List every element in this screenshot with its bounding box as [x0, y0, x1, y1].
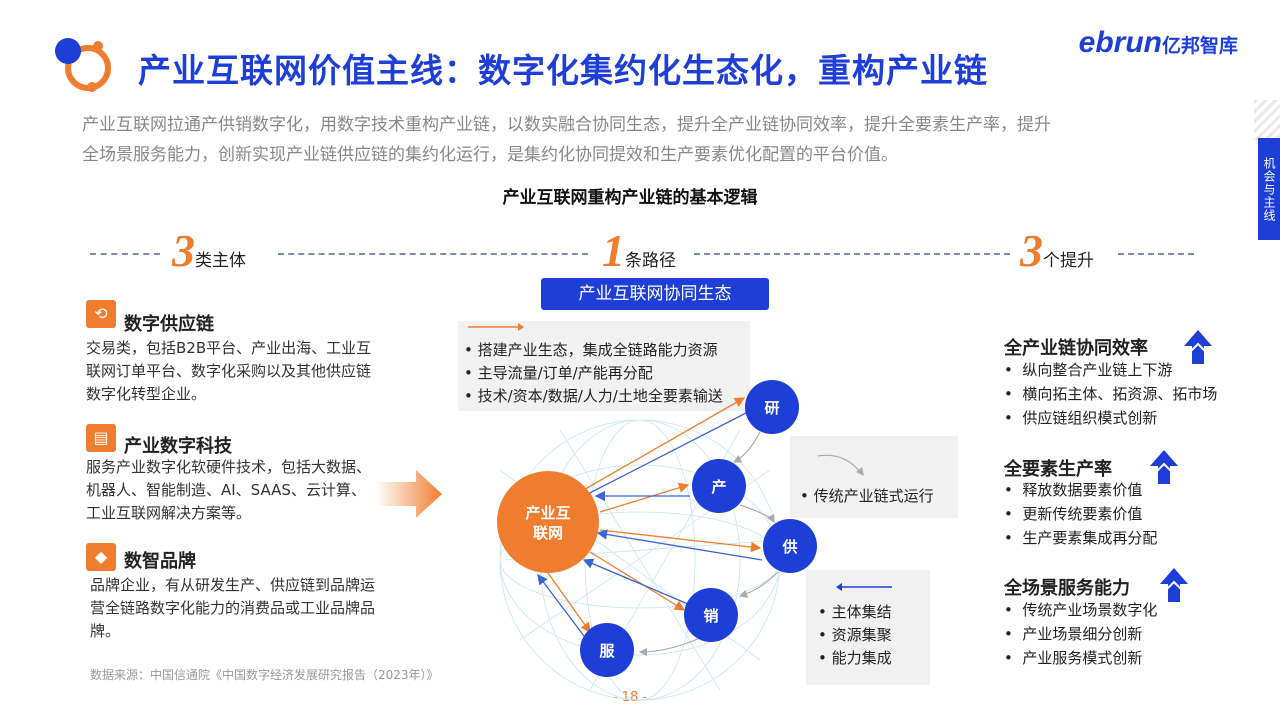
- brand-cn: 亿邦智库: [1161, 35, 1238, 57]
- bottom-box-item: • 主体集结: [818, 603, 892, 621]
- chain-flow-arrows: [638, 431, 779, 657]
- improvement-item: • 传统产业场景数字化: [1004, 601, 1158, 619]
- bottom-box-list: • 主体集结 • 资源集聚 • 能力集成: [818, 601, 892, 670]
- right-arrow-icon: [468, 323, 524, 331]
- improvement-item: • 生产要素集成再分配: [1004, 529, 1158, 547]
- header-left: 3类主体: [172, 224, 246, 277]
- link-icon: ⟲: [86, 300, 116, 328]
- decorative-stripes: [1254, 100, 1280, 140]
- node-service-label: 服: [599, 642, 615, 660]
- side-section-tab[interactable]: 机会与主线: [1258, 138, 1280, 240]
- subtitle-line-2: 全场景服务能力，创新实现产业链供应链的集约化运行，是集约化协同提效和生产要素优化…: [82, 145, 898, 165]
- node-sales: [684, 588, 738, 642]
- dashed-divider: [278, 253, 588, 255]
- header-center-label: 条路径: [625, 251, 676, 271]
- header-center: 1条路径: [602, 224, 676, 277]
- dashed-divider: [90, 253, 160, 255]
- improvement-list-1: • 纵向整合产业链上下游 • 横向拓主体、拓资源、拓市场 • 供应链组织模式创新: [1004, 358, 1217, 430]
- improvement-item: • 产业服务模式创新: [1004, 649, 1143, 667]
- improvement-item: • 供应链组织模式创新: [1004, 409, 1158, 427]
- header-left-label: 类主体: [195, 251, 246, 271]
- category-desc-3: 品牌企业，有从研发生产、供应链到品牌运营全链路数字化能力的消费品或工业品牌品牌。: [90, 576, 376, 640]
- page-title: 产业互联网价值主线：数字化集约化生态化，重构产业链: [138, 51, 988, 90]
- diagram-title: 产业互联网重构产业链的基本逻辑: [502, 188, 758, 208]
- node-production-label: 产: [711, 478, 726, 496]
- up-arrow-icon: [1150, 450, 1178, 484]
- hub-label-1: 产业互: [525, 504, 570, 522]
- improvement-title-3: 全场景服务能力: [1004, 578, 1130, 599]
- top-box-item: • 搭建产业生态，集成全链路能力资源: [464, 341, 718, 359]
- flow-arrow-icon: [376, 470, 442, 518]
- bottom-box-item: • 能力集成: [818, 649, 892, 667]
- improvement-title-1: 全产业链协同效率: [1004, 338, 1148, 359]
- improvement-item: • 更新传统要素价值: [1004, 505, 1143, 523]
- top-box-item: • 主导流量/订单/产能再分配: [464, 364, 653, 382]
- node-rnd: [745, 380, 799, 434]
- hub-label-2: 联网: [533, 524, 563, 542]
- brand-logo: ebrun亿邦智库: [1079, 26, 1238, 60]
- node-service: [580, 623, 634, 677]
- improvement-item: • 产业场景细分创新: [1004, 625, 1143, 643]
- header-right-label: 个提升: [1043, 251, 1094, 271]
- ecosystem-pill: 产业互联网协同生态: [541, 278, 769, 310]
- network-diagram: 产业互 联网 研 产 供 销 服: [497, 380, 817, 701]
- hub-node: [497, 471, 599, 573]
- subtitle: 产业互联网拉通产供销数字化，用数字技术重构产业链，以数实融合协同生态，提升全产业…: [82, 110, 1172, 170]
- category-desc-1: 交易类，包括B2B平台、产业出海、工业互联网订单平台、数字化采购以及其他供应链数…: [86, 339, 372, 403]
- up-arrow-icon: [1160, 568, 1188, 602]
- improvement-item: • 横向拓主体、拓资源、拓市场: [1004, 385, 1218, 403]
- node-supply: [763, 519, 817, 573]
- improvement-title-2: 全要素生产率: [1004, 459, 1112, 480]
- logo-mark-icon: [55, 38, 111, 92]
- header-left-num: 3: [172, 225, 195, 276]
- brand-tag-icon: ◆: [86, 543, 116, 571]
- category-desc-2: 服务产业数字化软硬件技术，包括大数据、机器人、智能制造、AI、SAAS、云计算、…: [86, 458, 372, 522]
- hub-inbound-arrows: [537, 411, 763, 637]
- top-box-list: • 搭建产业生态，集成全链路能力资源 • 主导流量/订单/产能再分配 • 技术/…: [464, 339, 723, 408]
- top-info-box: [458, 321, 750, 411]
- left-arrow-icon: [836, 583, 892, 591]
- top-box-item: • 技术/资本/数据/人力/土地全要素输送: [464, 387, 723, 405]
- category-title-1: 数字供应链: [124, 314, 214, 335]
- subtitle-line-1: 产业互联网拉通产供销数字化，用数字技术重构产业链，以数实融合协同生态，提升全产业…: [82, 115, 1051, 135]
- middle-box-item: • 传统产业链式运行: [800, 487, 934, 505]
- node-rnd-label: 研: [764, 399, 779, 417]
- header-center-num: 1: [602, 225, 625, 276]
- dashed-divider: [694, 253, 1010, 255]
- dashed-divider: [1118, 253, 1194, 255]
- improvement-list-2: • 释放数据要素价值 • 更新传统要素价值 • 生产要素集成再分配: [1004, 478, 1157, 550]
- header-right-num: 3: [1020, 225, 1043, 276]
- category-title-3: 数智品牌: [124, 551, 196, 572]
- brand-latin: ebrun: [1078, 26, 1162, 59]
- hub-outbound-arrows: [547, 397, 762, 634]
- category-title-2: 产业数字科技: [124, 436, 232, 457]
- bottom-info-box: [806, 570, 930, 685]
- node-supply-label: 供: [781, 538, 797, 556]
- bottom-box-item: • 资源集聚: [818, 626, 892, 644]
- curved-arrow-icon: [817, 454, 864, 476]
- node-sales-label: 销: [703, 607, 718, 625]
- data-source-note: 数据来源：中国信通院《中国数字经济发展研究报告（2023年）》: [90, 668, 439, 682]
- header-right: 3个提升: [1020, 224, 1094, 277]
- improvement-list-3: • 传统产业场景数字化 • 产业场景细分创新 • 产业服务模式创新: [1004, 598, 1157, 670]
- improvement-item: • 释放数据要素价值: [1004, 481, 1143, 499]
- tech-screen-icon: ▤: [86, 424, 116, 452]
- up-arrow-icon: [1184, 330, 1212, 364]
- improvement-item: • 纵向整合产业链上下游: [1004, 361, 1173, 379]
- node-production: [692, 459, 746, 513]
- middle-info-box: [790, 436, 958, 518]
